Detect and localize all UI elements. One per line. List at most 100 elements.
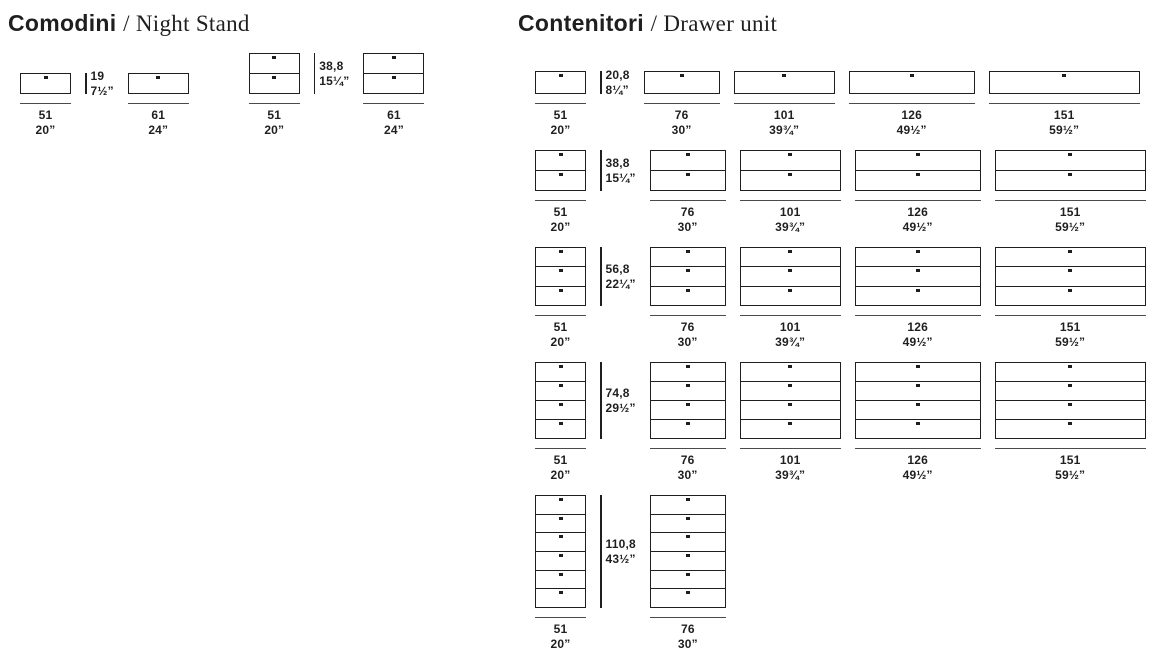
drawer-handle-icon: [685, 365, 690, 368]
drawer-front: [650, 382, 725, 401]
width-label-cm: 126: [907, 320, 928, 334]
drawer-front: [651, 287, 725, 305]
drawer-front: [536, 151, 585, 171]
drawer-front: [740, 151, 840, 171]
drawer-unit-drawing: [854, 150, 981, 191]
drawer-handle-icon: [915, 173, 920, 176]
drawer-unit-drawing: [854, 362, 981, 439]
height-label-inches: 22¼”: [605, 276, 636, 291]
drawer-handle-icon: [909, 74, 914, 77]
width-label-cm: 51: [553, 453, 568, 467]
drawer-front: [536, 287, 585, 305]
width-dimension-line: [535, 617, 586, 618]
width-label-inches: 59½”: [1049, 123, 1080, 137]
width-dimension-line: [535, 448, 586, 449]
drawer-handle-icon: [156, 76, 161, 79]
drawer-unit-drawing: [535, 362, 586, 439]
height-label-inches: 29½”: [605, 400, 636, 415]
drawer-unit-drawing: [994, 150, 1146, 191]
width-label-cm: 51: [553, 205, 568, 219]
width-label-cm: 126: [901, 108, 922, 122]
drawer-handle-icon: [915, 269, 920, 273]
drawer-front: [650, 248, 725, 268]
width-dimension-line: [739, 200, 841, 201]
height-label-cm: 74,8: [605, 385, 630, 400]
drawer-front: [850, 72, 974, 93]
drawer-handle-icon: [788, 288, 793, 292]
drawer-front: [740, 248, 840, 268]
drawer-handle-icon: [915, 288, 920, 292]
drawer-front: [536, 589, 585, 607]
width-label-inches: 30”: [677, 220, 698, 234]
drawer-front: [650, 496, 725, 515]
width-label-cm: 101: [779, 205, 801, 219]
width-label-inches: 59½”: [1055, 335, 1086, 349]
width-label-cm: 61: [151, 108, 166, 122]
drawer-front: [995, 267, 1145, 287]
drawer-handle-icon: [679, 74, 684, 77]
width-label-inches: 49½”: [902, 220, 933, 234]
drawer-handle-icon: [558, 173, 563, 176]
drawer-front: [650, 533, 725, 553]
drawer-front: [651, 420, 725, 438]
drawer-handle-icon: [558, 288, 563, 292]
drawer-front: [995, 363, 1145, 382]
drawer-handle-icon: [685, 516, 690, 520]
drawer-unit-drawing: [643, 71, 720, 94]
width-label-inches: 30”: [677, 335, 698, 349]
drawer-unit-drawing: [363, 53, 425, 94]
width-label-cm: 61: [387, 108, 401, 122]
drawer-unit-drawing: [535, 71, 586, 94]
drawer-handle-icon: [1068, 384, 1073, 387]
section-title-night-stand: Comodini / Night Stand: [8, 8, 424, 39]
drawer-handle-icon: [788, 173, 793, 176]
drawer-front: [855, 382, 980, 401]
drawer-handle-icon: [915, 384, 920, 387]
height-dimension-line: [600, 247, 602, 306]
drawer-front: [650, 267, 725, 287]
drawer-front: [990, 72, 1139, 93]
width-dimension-line: [535, 315, 586, 316]
width-dimension-line: [127, 103, 189, 104]
drawer-front: [995, 382, 1145, 401]
width-dimension-line: [854, 200, 981, 201]
width-dimension-line: [649, 448, 726, 449]
width-label-inches: 20”: [550, 637, 571, 651]
drawer-front: [651, 589, 725, 607]
drawer-unit-drawing: [649, 247, 726, 306]
drawer-front: [735, 72, 834, 93]
drawer-handle-icon: [558, 535, 563, 539]
width-dimension-line: [994, 448, 1146, 449]
height-label-inches: 15¼”: [605, 170, 636, 185]
drawer-front: [536, 72, 585, 93]
drawer-front: [536, 401, 585, 420]
drawer-handle-icon: [782, 74, 787, 77]
width-dimension-line: [994, 315, 1146, 316]
drawer-unit-drawing: [994, 247, 1146, 306]
drawer-handle-icon: [685, 572, 690, 576]
width-label-inches: 20”: [550, 123, 571, 137]
drawer-front: [536, 382, 585, 401]
